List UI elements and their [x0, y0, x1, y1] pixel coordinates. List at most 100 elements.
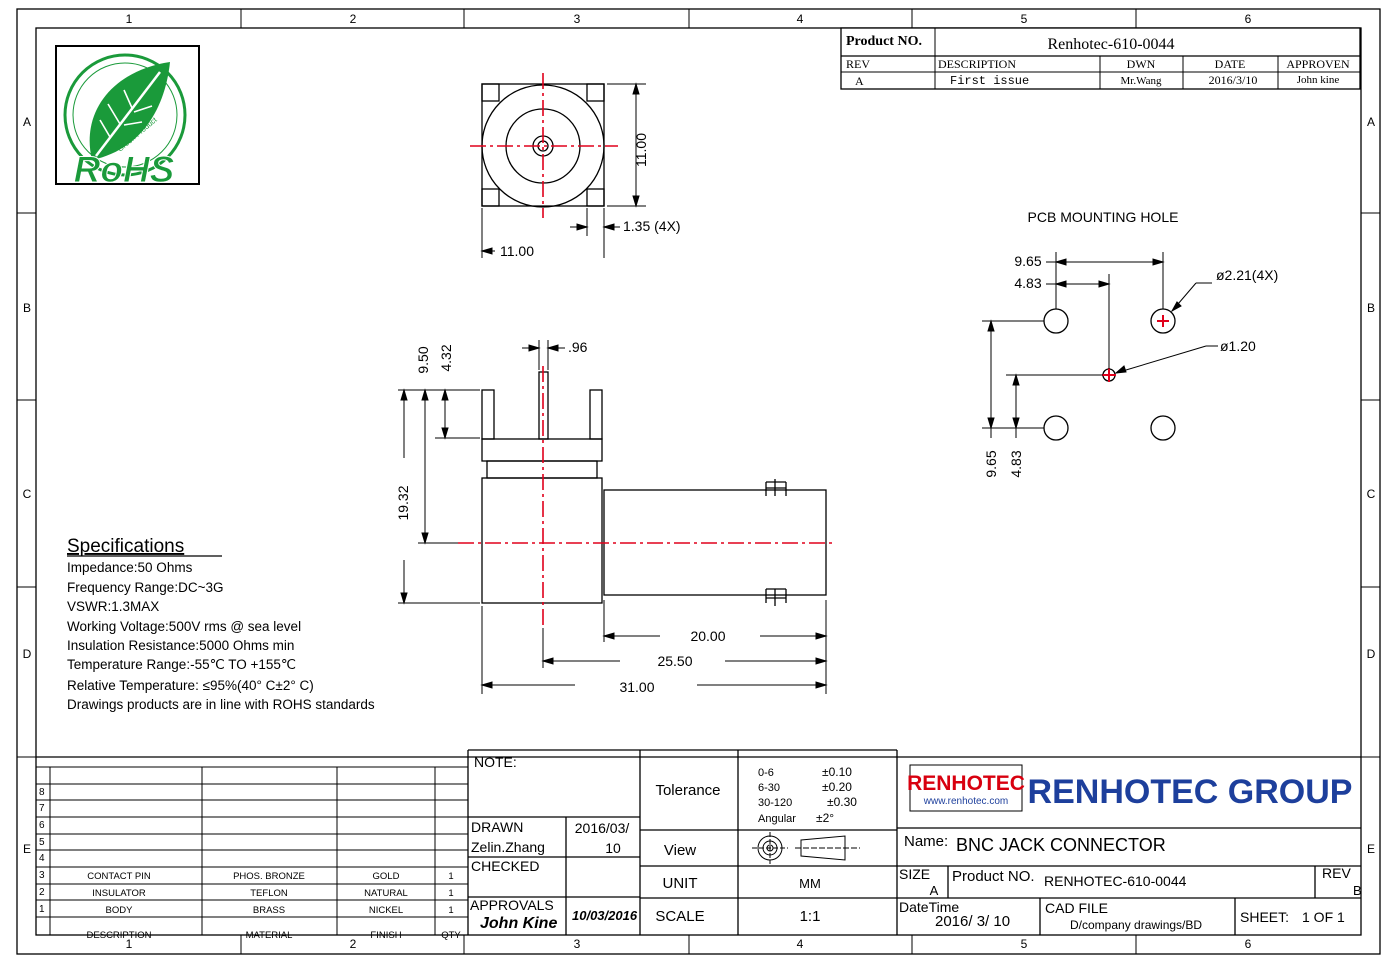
- drawn-label: DRAWN: [471, 819, 523, 835]
- col-label-top: 2: [350, 12, 357, 26]
- pcb-dim-483-v: 4.83: [1008, 450, 1024, 477]
- product-name: BNC JACK CONNECTOR: [956, 835, 1166, 855]
- svg-text:TEFLON: TEFLON: [250, 888, 288, 899]
- rev-value: A: [855, 74, 864, 88]
- zone-ticks: [17, 9, 1380, 954]
- tol-value: ±0.30: [827, 795, 857, 809]
- dim-pin-width: 1.35 (4X): [623, 218, 681, 234]
- outer-border: [16, 8, 1381, 955]
- revision-block: Product NO. Renhotec-610-0044 REV DESCRI…: [840, 27, 1361, 90]
- bom-row-numbers: 8 7 6 5 4 3 2 1: [39, 787, 45, 915]
- note-label: NOTE:: [474, 754, 517, 770]
- rohs-text: RoHS: [74, 149, 175, 190]
- col-label-top: 1: [126, 12, 133, 26]
- svg-text:6: 6: [39, 820, 45, 831]
- col-label-bottom: 1: [126, 937, 133, 951]
- pcb-dims: [982, 252, 1218, 438]
- dim-pin-096: .96: [568, 339, 588, 355]
- tolerance-label: Tolerance: [655, 782, 720, 799]
- svg-text:1: 1: [448, 888, 453, 899]
- side-view-centerlines: [458, 366, 834, 625]
- dim-2550: 25.50: [657, 653, 692, 669]
- company-logo-text: RENHOTEC: [907, 772, 1025, 795]
- dwn-value: Mr.Wang: [1121, 75, 1162, 87]
- zone-labels: 1 2 3 4 5 6 1 2 3 4 5 6 A B C D E A B C …: [23, 12, 1376, 951]
- pcb-dim-965-v: 9.65: [983, 450, 999, 477]
- cad-value: D/company drawings/BD: [1070, 918, 1202, 932]
- tol-range: 30-120: [758, 797, 792, 809]
- approvals-date: 10/03/2016: [572, 908, 638, 923]
- drawn-name: Zelin.Zhang: [471, 839, 545, 855]
- col-label-bottom: 4: [797, 937, 804, 951]
- row-label-left: C: [23, 487, 32, 501]
- product-no-bottom: RENHOTEC-610-0044: [1044, 873, 1187, 889]
- svg-text:FINISH: FINISH: [370, 930, 401, 941]
- size-value: A: [930, 883, 939, 898]
- spec-line: Impedance:50 Ohms: [67, 560, 193, 575]
- tol-value: ±0.20: [822, 780, 852, 794]
- dim-top-height: 11.00: [633, 133, 649, 167]
- svg-text:2: 2: [39, 887, 45, 898]
- cad-label: CAD FILE: [1045, 900, 1108, 916]
- dim-432: 4.32: [438, 344, 454, 371]
- view-label: View: [664, 842, 696, 859]
- top-view-dims: [480, 82, 646, 258]
- svg-text:DESCRIPTION: DESCRIPTION: [87, 930, 152, 941]
- product-no-label: Product NO.: [846, 34, 922, 49]
- dim-1932: 19.32: [395, 485, 411, 520]
- bom-rows: CONTACT PIN PHOS. BRONZE GOLD 1 INSULATO…: [87, 871, 462, 941]
- col-label-bottom: 2: [350, 937, 357, 951]
- rev-label-bottom: REV: [1322, 865, 1351, 881]
- svg-text:3: 3: [39, 870, 45, 881]
- company-logo: RENHOTEC www.renhotec.com: [907, 764, 1025, 812]
- spec-line: Working Voltage:500V rms @ sea level: [67, 619, 301, 634]
- col-label-top: 5: [1021, 12, 1028, 26]
- col-label-top: 4: [797, 12, 804, 26]
- svg-text:8: 8: [39, 787, 45, 798]
- svg-text:NICKEL: NICKEL: [369, 905, 403, 916]
- approven-header: APPROVEN: [1286, 57, 1350, 71]
- row-label-right: E: [1367, 842, 1375, 856]
- svg-text:1: 1: [39, 904, 45, 915]
- rohs-logo: Green Product RoHS: [55, 45, 200, 191]
- dim-950: 9.50: [415, 346, 431, 373]
- approvals-signature: John Kine: [480, 915, 557, 932]
- drawn-date1: 2016/03/: [575, 820, 630, 836]
- bom-table: [36, 756, 1361, 935]
- svg-text:CONTACT PIN: CONTACT PIN: [87, 871, 151, 882]
- row-label-left: E: [23, 842, 31, 856]
- row-label-left: B: [23, 301, 31, 315]
- datetime-label: DateTime: [899, 899, 959, 915]
- dim-top-width: 11.00: [500, 243, 534, 259]
- projection-symbol-icon: [752, 832, 860, 864]
- date-header: DATE: [1215, 57, 1246, 71]
- side-view: [481, 371, 827, 606]
- tol-value: ±2°: [816, 811, 834, 825]
- approvals-label: APPROVALS: [470, 897, 554, 913]
- row-label-left: A: [23, 115, 31, 129]
- svg-text:4: 4: [39, 853, 45, 864]
- name-label: Name:: [904, 833, 948, 850]
- checked-label: CHECKED: [471, 858, 539, 874]
- specifications: Specifications Impedance:50 Ohms Frequen…: [67, 536, 375, 712]
- row-label-right: C: [1367, 487, 1376, 501]
- dim-2000: 20.00: [690, 628, 725, 644]
- dwn-header: DWN: [1127, 57, 1156, 71]
- pcb-hole-center: ø1.20: [1220, 338, 1256, 354]
- date-value: 2016/3/10: [1209, 73, 1258, 87]
- drawn-date2: 10: [605, 840, 621, 856]
- dim-3100: 31.00: [619, 679, 654, 695]
- spec-line: VSWR:1.3MAX: [67, 599, 159, 614]
- pcb-dim-965-h: 9.65: [1014, 253, 1041, 269]
- col-label-bottom: 3: [574, 937, 581, 951]
- col-label-top: 3: [574, 12, 581, 26]
- row-label-right: A: [1367, 115, 1375, 129]
- side-view-dims: [398, 340, 828, 694]
- top-view-centerlines: [470, 73, 618, 218]
- size-label: SIZE: [899, 866, 930, 882]
- col-label-top: 6: [1245, 12, 1252, 26]
- pcb-title: PCB MOUNTING HOLE: [1028, 209, 1179, 225]
- tol-range: 6-30: [758, 782, 780, 794]
- scale-label: SCALE: [655, 908, 704, 925]
